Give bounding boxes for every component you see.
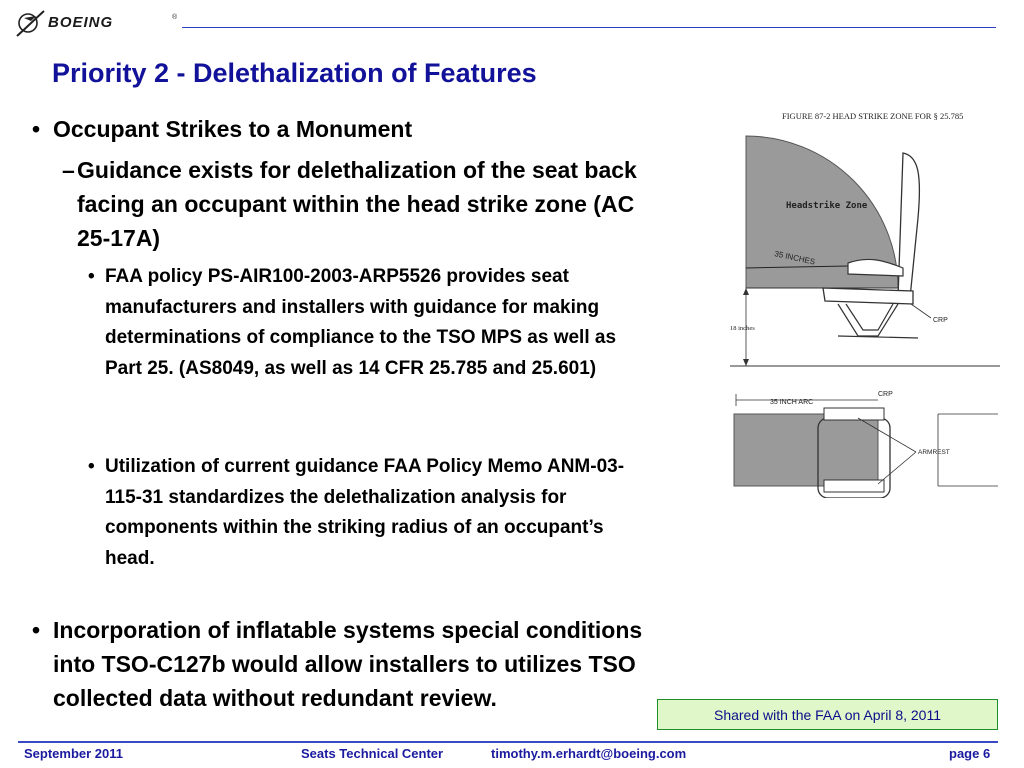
arc-label: 35 INCH ARC	[770, 399, 813, 406]
bullet-occupant-strikes: • Occupant Strikes to a Monument	[32, 112, 644, 146]
footer-page-number: page 6	[949, 746, 991, 761]
crp-label: CRP	[933, 317, 948, 324]
bullet-text: Incorporation of inflatable systems spec…	[53, 617, 643, 711]
bullet-inflatable-systems: • Incorporation of inflatable systems sp…	[32, 613, 644, 715]
top-view-diagram: 35 INCH ARC CRP ARMREST	[733, 391, 998, 498]
sub-sub-bullet-utilization: • Utilization of current guidance FAA Po…	[88, 452, 648, 574]
footer-center-name: Seats Technical Center	[301, 746, 444, 761]
sub-bullet-text: Guidance exists for delethalization of t…	[77, 157, 637, 251]
side-view-diagram: Headstrike Zone 35 INCHES 18 inches CRP	[730, 135, 1000, 367]
sub-sub-bullet-faa-policy: • FAA policy PS-AIR100-2003-ARP5526 prov…	[88, 262, 648, 384]
bullet-marker: •	[32, 617, 41, 643]
boeing-symbol-icon	[16, 10, 45, 37]
dash-marker: –	[62, 157, 75, 183]
figure-caption: FIGURE 87-2 HEAD STRIKE ZONE FOR § 25.78…	[782, 111, 964, 121]
bullet-marker: •	[88, 456, 95, 477]
height-label: 18 inches	[730, 325, 755, 332]
crp-top-label: CRP	[878, 391, 893, 398]
shared-with-faa-note: Shared with the FAA on April 8, 2011	[657, 699, 998, 730]
armrest-label: ARMREST	[918, 449, 950, 456]
slide-title: Priority 2 - Delethalization of Features	[52, 58, 537, 88]
sub-bullet-guidance: – Guidance exists for delethalization of…	[62, 153, 652, 255]
headstrike-zone-label: Headstrike Zone	[786, 200, 868, 211]
bullet-text: Occupant Strikes to a Monument	[53, 116, 413, 142]
logo-wordmark: BOEING	[48, 14, 114, 31]
bullet-marker: •	[32, 116, 41, 142]
registered-mark: ®	[172, 14, 178, 21]
footer-email: timothy.m.erhardt@boeing.com	[491, 746, 687, 761]
bullet-marker: •	[88, 266, 95, 287]
sub-sub-bullet-text: Utilization of current guidance FAA Poli…	[105, 456, 625, 569]
boeing-logo: BOEING ®	[14, 6, 184, 40]
footer-rule	[18, 741, 998, 743]
head-strike-zone-figure: Headstrike Zone 35 INCHES 18 inches CRP …	[730, 135, 1000, 498]
header-rule	[182, 27, 996, 28]
sub-sub-bullet-text: FAA policy PS-AIR100-2003-ARP5526 provid…	[105, 266, 617, 379]
footer-date: September 2011	[24, 746, 124, 761]
